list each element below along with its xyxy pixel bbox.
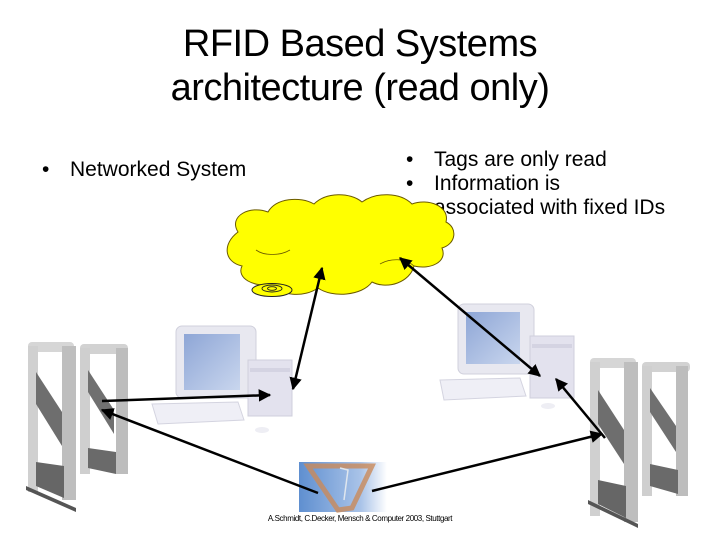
bullet-text-line-1: Information is xyxy=(434,172,561,195)
network-cloud xyxy=(226,194,455,297)
bullet-text: Tags are only read xyxy=(434,148,607,171)
left-bullet-list: • Networked System xyxy=(40,158,246,182)
gate-panel-back xyxy=(80,344,128,474)
bullet-item: • Tags are only read xyxy=(404,148,665,172)
keyboard xyxy=(439,377,527,401)
source-caption: A.Schmidt, C.Decker, Mensch & Computer 2… xyxy=(267,514,453,523)
bullet-marker: • xyxy=(406,148,414,171)
arrow-gate-left-computer-left xyxy=(101,389,272,403)
gate-panel-front xyxy=(588,358,638,528)
cloud-shape xyxy=(226,194,455,295)
reader-gate-left xyxy=(26,342,128,512)
arrow-tag-gate-right xyxy=(371,430,604,493)
bullet-marker: • xyxy=(406,172,414,195)
keyboard xyxy=(151,401,245,425)
bullet-item: • Information is associated with fixed I… xyxy=(404,172,665,220)
rfid-tag-antenna xyxy=(303,463,376,513)
slide-title-line-1: RFID Based Systems xyxy=(182,23,538,65)
bullet-text-line-2: associated with fixed IDs xyxy=(434,196,666,219)
arrow-computer-right-cloud xyxy=(399,257,541,377)
bullet-item: • Networked System xyxy=(40,158,246,182)
computer-left xyxy=(151,325,293,433)
arrow-computer-left-cloud xyxy=(289,266,326,391)
arrow-gate-right-computer-right xyxy=(555,378,606,439)
connection-arrows xyxy=(100,257,606,495)
arrow-tag-gate-left xyxy=(100,408,319,495)
slide-title: RFID Based Systems architecture (read on… xyxy=(0,22,720,110)
disk-icon xyxy=(251,283,293,297)
right-bullet-list: • Tags are only read • Information is as… xyxy=(404,148,665,220)
bullet-marker: • xyxy=(42,158,50,181)
bullet-text: Networked System xyxy=(70,158,247,181)
slide-title-line-2: architecture (read only) xyxy=(170,67,550,109)
computer-right xyxy=(439,303,575,409)
rfid-tag xyxy=(299,462,387,513)
gate-panel-back xyxy=(642,362,690,496)
gate-panel-front xyxy=(26,342,76,512)
monitor-screen xyxy=(184,334,240,390)
reader-gate-right xyxy=(588,358,690,528)
mouse xyxy=(255,427,269,433)
mouse xyxy=(541,403,555,409)
